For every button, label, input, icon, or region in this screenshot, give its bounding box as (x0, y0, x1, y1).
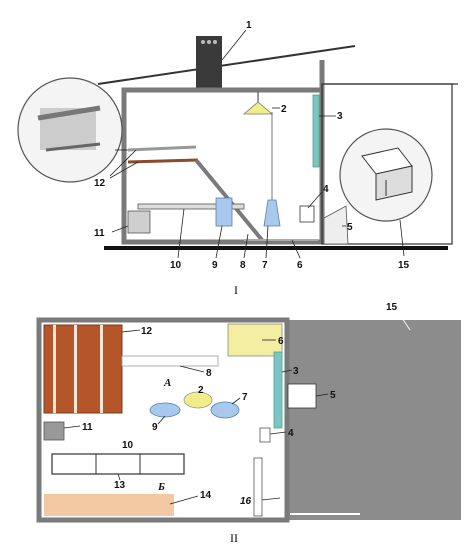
leader-10 (177, 208, 185, 259)
label-1: 1 (246, 20, 252, 31)
label-11: 11 (94, 228, 105, 239)
detail-perch-bar (37, 105, 101, 121)
leader-7 (265, 225, 269, 259)
leader-II-3 (281, 369, 293, 373)
label-II-9: 9 (152, 422, 158, 433)
nest-box-plan (43, 421, 65, 441)
zone-a-label: А (163, 377, 171, 389)
feeder-plan-9 (149, 402, 181, 418)
pop-door (299, 205, 315, 223)
label-7: 7 (262, 260, 268, 271)
leader-8 (243, 233, 249, 259)
leader-II-11 (63, 425, 81, 429)
feeder-stand (137, 203, 245, 210)
perch-bar (74, 325, 77, 413)
label-6: 6 (297, 260, 303, 271)
leader-II-8 (179, 365, 205, 373)
door-plan (253, 457, 263, 517)
label-II-2: 2 (198, 385, 204, 396)
label-II-5: 5 (330, 390, 336, 401)
label-II-4: 4 (288, 428, 294, 439)
leader-9 (215, 225, 223, 259)
label-II-16: 16 (240, 496, 252, 507)
leader-15 (399, 219, 405, 257)
label-II-6: 6 (278, 336, 284, 347)
leader-II-5 (315, 393, 329, 397)
leader-12b (109, 161, 139, 179)
label-8: 8 (240, 260, 246, 271)
feeder-trays (51, 453, 185, 475)
sand-bath (44, 494, 174, 516)
label-5: 5 (347, 222, 353, 233)
label-II-8: 8 (206, 368, 212, 379)
detail-perch-bar (45, 142, 101, 152)
drinker (263, 199, 281, 227)
label-II-11: 11 (82, 422, 93, 433)
outdoor-run-outline (321, 83, 453, 245)
leader-II-9 (157, 415, 166, 425)
label-15: 15 (398, 260, 410, 271)
label-9: 9 (212, 260, 218, 271)
label-II-15: 15 (386, 302, 398, 313)
figure-II: 12 8 2 7 9 6 3 5 4 11 10 13 14 15 16 А Б… (36, 302, 461, 545)
caption-II: II (230, 531, 238, 545)
detail-nest-box (375, 165, 413, 201)
leader-11 (111, 225, 129, 233)
window (312, 94, 320, 168)
label-3: 3 (337, 111, 343, 122)
window-plan (273, 351, 283, 429)
ramp (323, 205, 349, 245)
perch-upper (127, 145, 197, 152)
label-II-7: 7 (242, 392, 248, 403)
perch-lower (127, 158, 199, 164)
caption-I: I (234, 283, 238, 297)
nest-box (127, 210, 151, 234)
lamp (242, 101, 274, 115)
leader-II-13 (117, 473, 121, 481)
perch-bar (53, 325, 56, 413)
leader-12a (109, 149, 137, 177)
drinker-plan-7 (210, 401, 240, 419)
chimney-vent-dot (213, 40, 217, 44)
leader-II-12 (121, 329, 141, 333)
outdoor-run (287, 320, 461, 520)
label-2: 2 (281, 104, 287, 115)
hanging-feeder (215, 197, 233, 227)
label-II-14: 14 (200, 490, 212, 501)
leader-II-14 (169, 495, 199, 505)
label-II-12: 12 (141, 326, 153, 337)
leader-II-4 (269, 431, 287, 435)
chimney-vent-dot (207, 40, 211, 44)
chimney (196, 36, 222, 90)
label-4: 4 (323, 184, 329, 195)
label-II-10: 10 (122, 440, 134, 451)
label-II-13: 13 (114, 480, 126, 491)
nest-plan (259, 427, 271, 443)
leader-6 (291, 239, 301, 259)
pop-door-plan (287, 383, 317, 409)
leader-4 (307, 191, 323, 209)
leader-II-16 (261, 497, 281, 501)
label-II-3: 3 (293, 366, 299, 377)
leader-1 (221, 29, 247, 61)
leader-II-7 (231, 397, 241, 405)
leader-II-15 (397, 311, 411, 331)
ladder-plan (121, 355, 219, 367)
zone-b-label: Б (157, 481, 165, 493)
lamp-plan (183, 391, 213, 409)
label-10: 10 (170, 260, 182, 271)
perch-area (43, 324, 123, 414)
perch-bar (100, 325, 103, 413)
chimney-vent-dot (201, 40, 205, 44)
figure-I: 1 2 3 4 5 6 7 8 9 10 11 12 15 I (17, 20, 458, 297)
roof-line (97, 45, 356, 85)
label-12: 12 (94, 178, 106, 189)
